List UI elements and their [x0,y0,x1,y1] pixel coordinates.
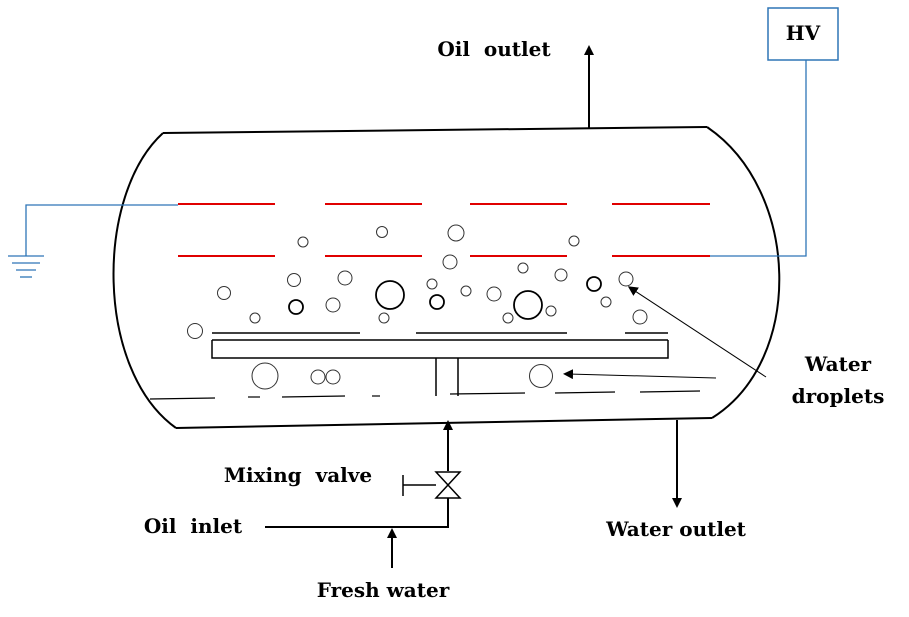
mixing-valve-icon [402,471,462,499]
water-droplets-label-line2: droplets [792,384,885,408]
hv-label: HV [786,21,821,45]
oil-inlet-label: Oil inlet [144,514,243,538]
water-droplets [187,224,648,390]
water-droplets-label-line1: Water [804,352,872,376]
tray-support-post [435,358,459,396]
water-droplets-pointers [563,286,767,380]
ground-connection [25,204,178,256]
distributor-tray [211,332,669,359]
hv-power-supply-box [767,7,839,61]
separator-vessel [112,126,781,429]
vessel-left-end [112,132,177,429]
vessel-bottom-wall [175,417,713,429]
fresh-water-label: Fresh water [317,578,450,602]
hv-connection [710,60,807,257]
water-droplets-large [288,276,602,320]
vessel-top-wall [162,126,708,134]
oil-water-interface [149,390,701,400]
mixing-valve-label: Mixing valve [224,463,372,487]
water-outlet-label: Water outlet [605,517,747,541]
ground-symbol [8,255,44,278]
oil-outlet-label: Oil outlet [437,37,551,61]
vessel-right-end [706,126,781,419]
